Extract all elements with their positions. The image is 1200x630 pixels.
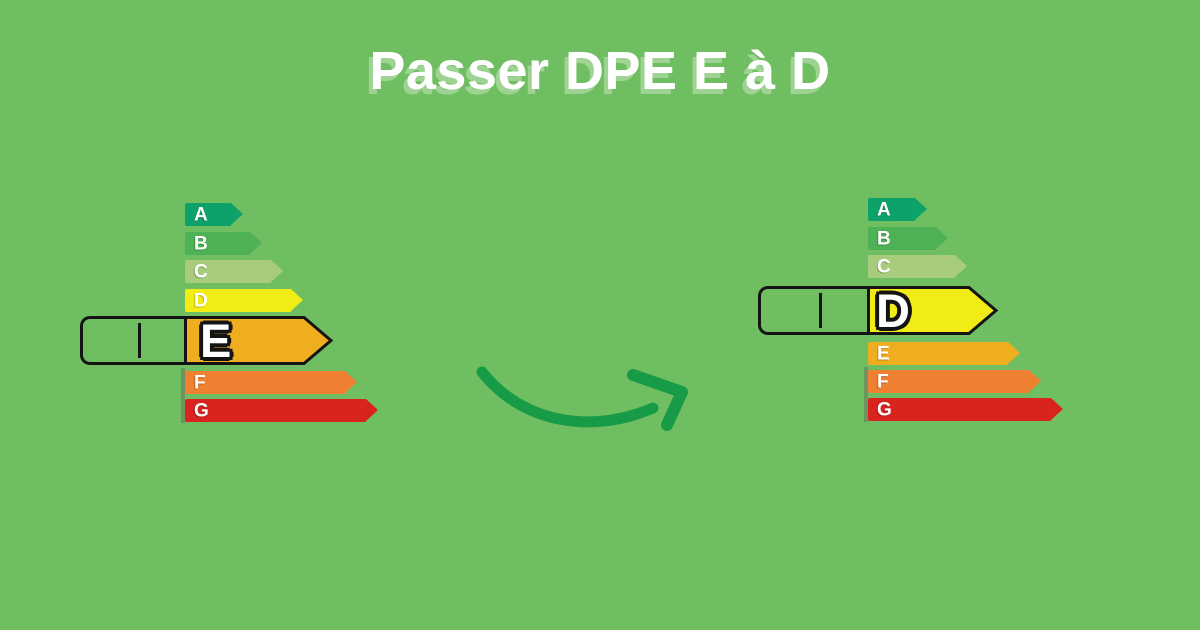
rating-marker-box xyxy=(758,286,868,335)
dpe-band-g: G xyxy=(868,398,1063,421)
highlighted-band-letter-after: D xyxy=(876,284,910,337)
dpe-band-c-label: C xyxy=(877,256,891,277)
dpe-band-a: A xyxy=(185,203,243,226)
highlighted-band-letter-before: E xyxy=(200,314,232,367)
dpe-band-c: C xyxy=(185,260,283,283)
dpe-band-a: A xyxy=(868,198,927,221)
highlighted-band-e-arrow xyxy=(184,316,334,365)
dpe-band-e: E xyxy=(868,342,1020,365)
dpe-band-f: F xyxy=(185,371,357,394)
rating-marker-divider xyxy=(818,293,822,328)
dpe-band-b: B xyxy=(868,227,948,250)
dpe-band-b: B xyxy=(185,232,262,255)
highlighted-band-d-shape xyxy=(867,286,999,335)
curved-arrow-stem xyxy=(476,366,659,428)
highlighted-band-d-arrow xyxy=(867,286,999,335)
scale-shadow-artifact xyxy=(864,367,868,422)
dpe-band-b-label: B xyxy=(194,233,208,254)
dpe-band-c-label: C xyxy=(194,261,208,282)
dpe-band-e-label: E xyxy=(877,343,890,364)
curved-arrow-icon xyxy=(476,366,688,431)
dpe-band-g-label: G xyxy=(194,400,209,421)
page-title: Passer DPE E à D xyxy=(369,41,831,101)
dpe-band-f-label: F xyxy=(194,372,206,393)
scale-shadow-artifact xyxy=(181,368,185,423)
dpe-band-d-label: D xyxy=(194,290,208,311)
dpe-band-b-label: B xyxy=(877,228,891,249)
dpe-band-c: C xyxy=(868,255,967,278)
dpe-band-f-label: F xyxy=(877,371,889,392)
rating-marker-box xyxy=(80,316,185,365)
highlighted-band-e-shape xyxy=(184,316,334,365)
rating-marker-divider xyxy=(138,323,142,358)
dpe-band-f: F xyxy=(868,370,1041,393)
dpe-band-a-label: A xyxy=(877,199,891,220)
curved-arrow-head xyxy=(627,369,688,431)
dpe-band-a-label: A xyxy=(194,204,208,225)
dpe-band-d: D xyxy=(185,289,303,312)
dpe-band-g: G xyxy=(185,399,378,422)
dpe-band-g-label: G xyxy=(877,399,892,420)
